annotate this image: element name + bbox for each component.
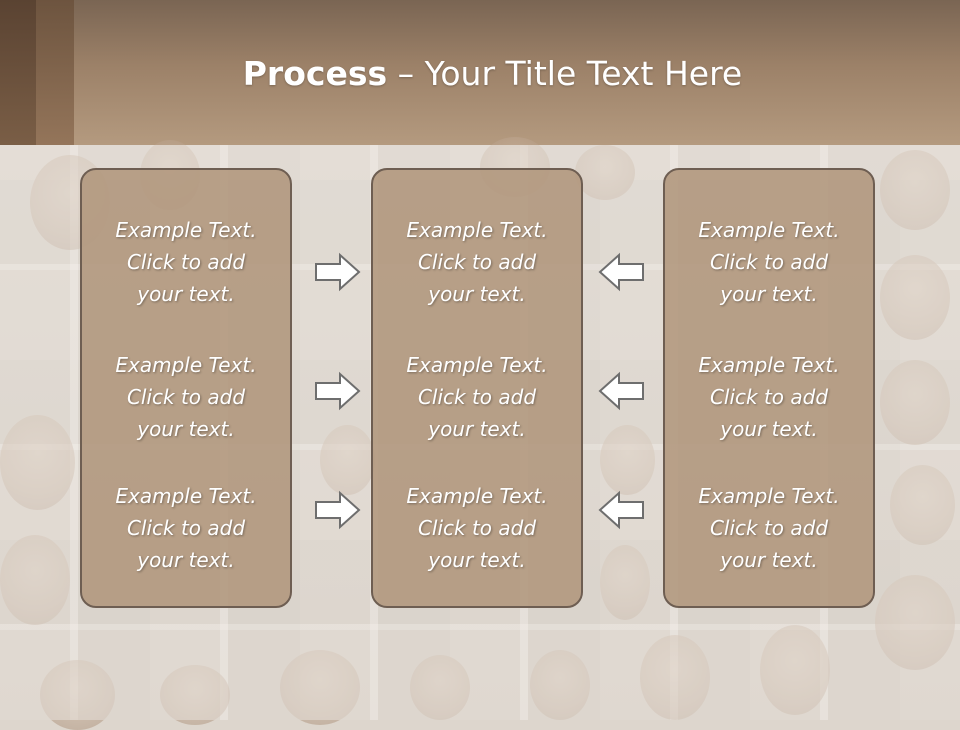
slide-title[interactable]: Process – Your Title Text Here — [0, 52, 960, 96]
box-text[interactable]: Example Text. Click to add your text. — [698, 484, 840, 572]
box-text[interactable]: Example Text. Click to add your text. — [406, 353, 548, 441]
header-band: Process – Your Title Text Here — [0, 0, 960, 145]
box-text[interactable]: Example Text. Click to add your text. — [698, 353, 840, 441]
box-text[interactable]: Example Text. Click to add your text. — [115, 353, 257, 441]
right-arrow-icon — [315, 371, 361, 411]
header-accent-strip — [0, 0, 36, 145]
box-text[interactable]: Example Text. Click to add your text. — [698, 218, 840, 306]
process-box-right[interactable]: Example Text. Click to add your text. Ex… — [663, 168, 875, 608]
box-text[interactable]: Example Text. Click to add your text. — [115, 218, 257, 306]
title-rest: – Your Title Text Here — [387, 54, 743, 93]
right-arrow-icon — [315, 490, 361, 530]
right-arrow-icon — [315, 252, 361, 292]
box-text[interactable]: Example Text. Click to add your text. — [115, 484, 257, 572]
process-box-center[interactable]: Example Text. Click to add your text. Ex… — [371, 168, 583, 608]
box-text[interactable]: Example Text. Click to add your text. — [406, 484, 548, 572]
left-arrow-icon — [598, 252, 644, 292]
left-arrow-icon — [598, 371, 644, 411]
title-bold: Process — [242, 54, 388, 93]
left-arrow-icon — [598, 490, 644, 530]
box-text[interactable]: Example Text. Click to add your text. — [406, 218, 548, 306]
process-box-left[interactable]: Example Text. Click to add your text. Ex… — [80, 168, 292, 608]
header-accent-strip — [36, 0, 74, 145]
